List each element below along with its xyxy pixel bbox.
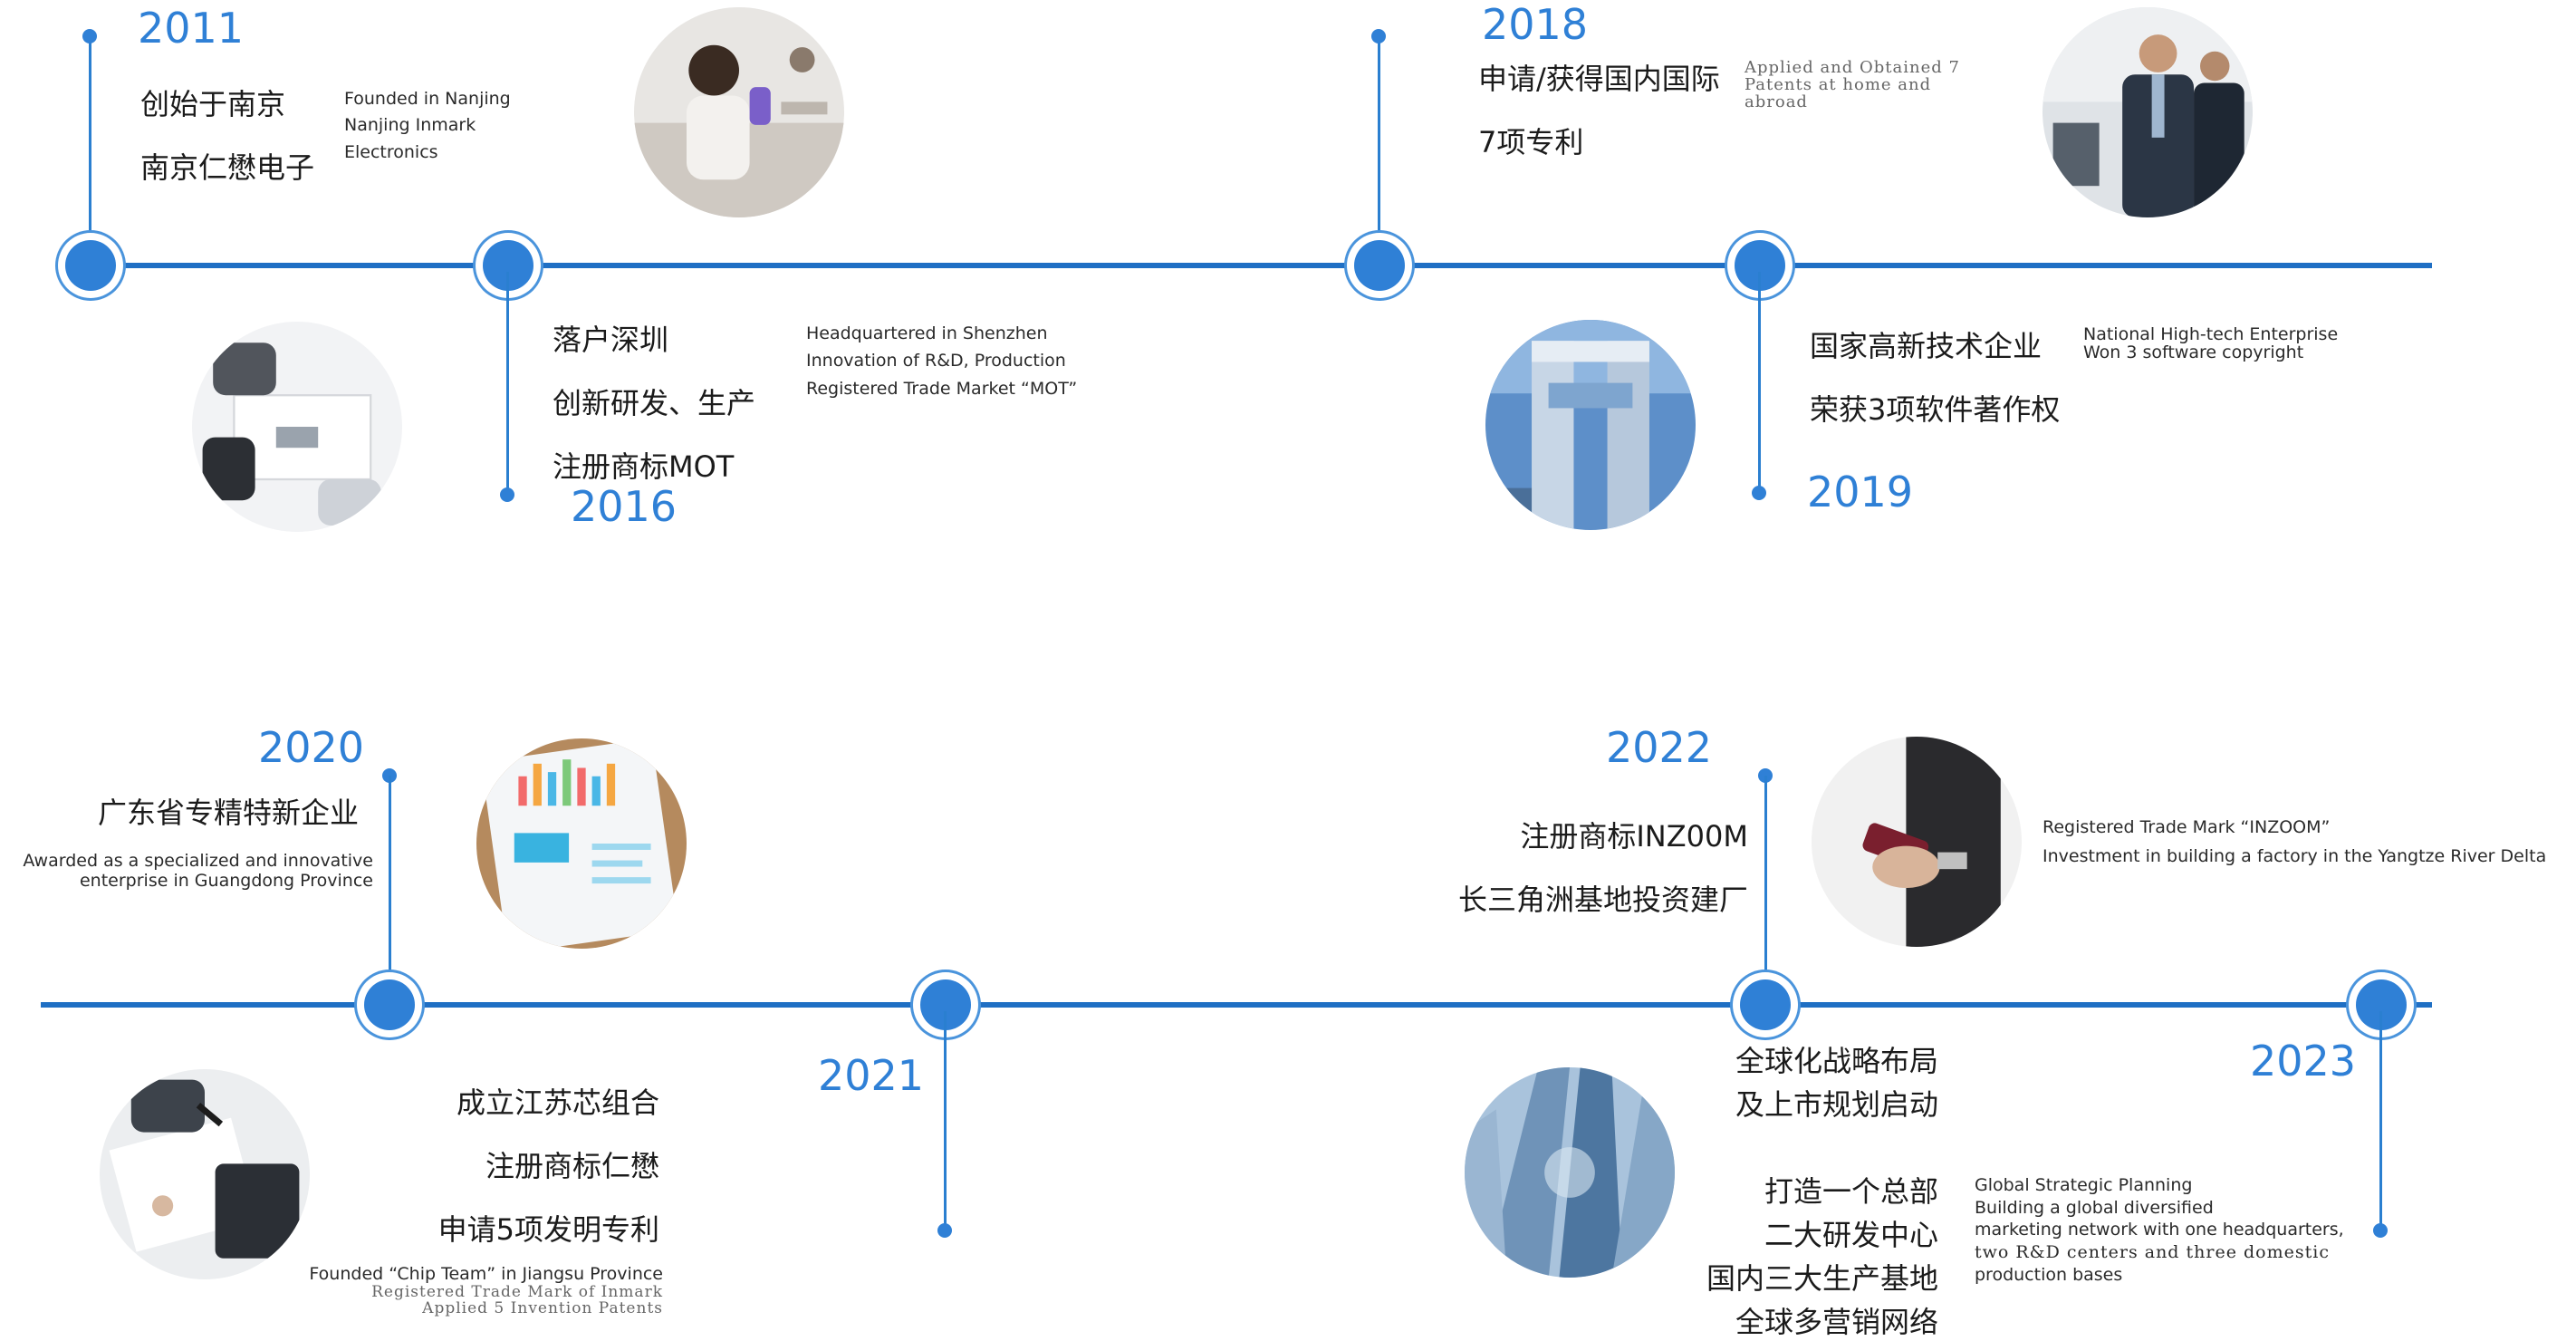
text-2018-cn1: 申请/获得国内国际 bbox=[1478, 62, 1720, 96]
dot-2023 bbox=[2373, 1223, 2388, 1238]
year-2016: 2016 bbox=[571, 482, 678, 531]
text-2022-cn1: 注册商标INZ00M bbox=[1520, 819, 1748, 854]
text-2011-cn1: 创始于南京 bbox=[140, 87, 286, 121]
photo-lab bbox=[634, 7, 844, 217]
text-2016-en: Headquartered in Shenzhen Innovation of … bbox=[806, 323, 1078, 399]
connector-2016 bbox=[506, 272, 509, 494]
text-2019-en: National High-tech Enterprise Won 3 soft… bbox=[2083, 324, 2339, 362]
photo-charts bbox=[476, 738, 687, 949]
text-2023-cn5: 国内三大生产基地 bbox=[1706, 1261, 1938, 1296]
connector-2023 bbox=[2379, 1011, 2382, 1229]
text-2023-cn1: 全球化战略布局 bbox=[1735, 1044, 1938, 1078]
text-2011-cn2: 南京仁懋电子 bbox=[140, 150, 315, 185]
connector-2011 bbox=[89, 36, 91, 254]
connector-2021 bbox=[944, 1011, 947, 1229]
text-2023-cn6: 全球多营销网络 bbox=[1735, 1305, 1938, 1339]
year-2020: 2020 bbox=[258, 723, 365, 772]
text-2020-cn1: 广东省专精特新企业 bbox=[98, 796, 360, 830]
text-2023-cn2: 及上市规划启动 bbox=[1735, 1087, 1938, 1122]
dot-2021 bbox=[937, 1223, 952, 1238]
text-2021-en2: Registered Trade Mark of Inmark Applied … bbox=[371, 1283, 663, 1317]
text-2019-cn2: 荣获3项软件著作权 bbox=[1810, 392, 2061, 427]
dot-2011 bbox=[82, 29, 97, 43]
text-2021-en1: Founded “Chip Team” in Jiangsu Province bbox=[309, 1264, 663, 1284]
year-2011: 2011 bbox=[138, 4, 245, 53]
photo-skyscrapers bbox=[1465, 1067, 1675, 1278]
text-2018-cn2: 7项专利 bbox=[1478, 125, 1584, 159]
year-2019: 2019 bbox=[1807, 468, 1914, 516]
text-2016-cn1: 落户深圳 bbox=[553, 323, 669, 357]
dot-2018 bbox=[1371, 29, 1386, 43]
year-2021: 2021 bbox=[818, 1051, 925, 1100]
text-2021-cn3: 申请5项发明专利 bbox=[437, 1212, 659, 1247]
text-2018-en: Applied and Obtained 7 Patents at home a… bbox=[1745, 58, 1960, 111]
connector-2019 bbox=[1758, 272, 1761, 489]
text-2016-cn3: 注册商标MOT bbox=[553, 449, 735, 484]
text-2020-en: Awarded as a specialized and innovative … bbox=[23, 851, 373, 891]
year-2022: 2022 bbox=[1606, 723, 1713, 772]
text-2021-cn1: 成立江苏芯组合 bbox=[456, 1085, 659, 1120]
photo-meeting bbox=[192, 322, 402, 532]
text-2023-cn3: 打造一个总部 bbox=[1764, 1174, 1938, 1209]
text-2022-cn2: 长三角洲基地投资建厂 bbox=[1457, 883, 1748, 917]
dot-2019 bbox=[1752, 486, 1766, 500]
text-2023-cn4: 二大研发中心 bbox=[1764, 1218, 1938, 1252]
text-2011-en: Founded in Nanjing Nanjing Inmark Electr… bbox=[344, 89, 511, 162]
photo-tower bbox=[1485, 320, 1696, 530]
timeline-line-bottom bbox=[41, 1002, 2432, 1008]
text-2021-cn2: 注册商标仁懋 bbox=[485, 1149, 659, 1183]
text-2022-en: Registered Trade Mark “INZOOM” Investmen… bbox=[2043, 817, 2547, 867]
node-2018[interactable] bbox=[1354, 240, 1405, 291]
photo-phone bbox=[1812, 737, 2022, 947]
year-2018: 2018 bbox=[1482, 0, 1589, 49]
timeline-line-top bbox=[68, 263, 2432, 268]
year-2023: 2023 bbox=[2250, 1037, 2357, 1085]
text-2023-en: Global Strategic Planning Building a glo… bbox=[1975, 1175, 2344, 1285]
connector-2020 bbox=[389, 776, 391, 993]
node-2022[interactable] bbox=[1740, 979, 1791, 1030]
photo-signing bbox=[100, 1069, 310, 1279]
dot-2016 bbox=[500, 487, 514, 502]
text-2016-cn2: 创新研发、生产 bbox=[553, 386, 756, 420]
text-2019-cn1: 国家高新技术企业 bbox=[1810, 329, 2043, 363]
photo-business bbox=[2043, 7, 2253, 217]
node-2011[interactable] bbox=[65, 240, 116, 291]
node-2020[interactable] bbox=[364, 979, 415, 1030]
connector-2018 bbox=[1378, 36, 1380, 254]
connector-2022 bbox=[1764, 776, 1767, 993]
